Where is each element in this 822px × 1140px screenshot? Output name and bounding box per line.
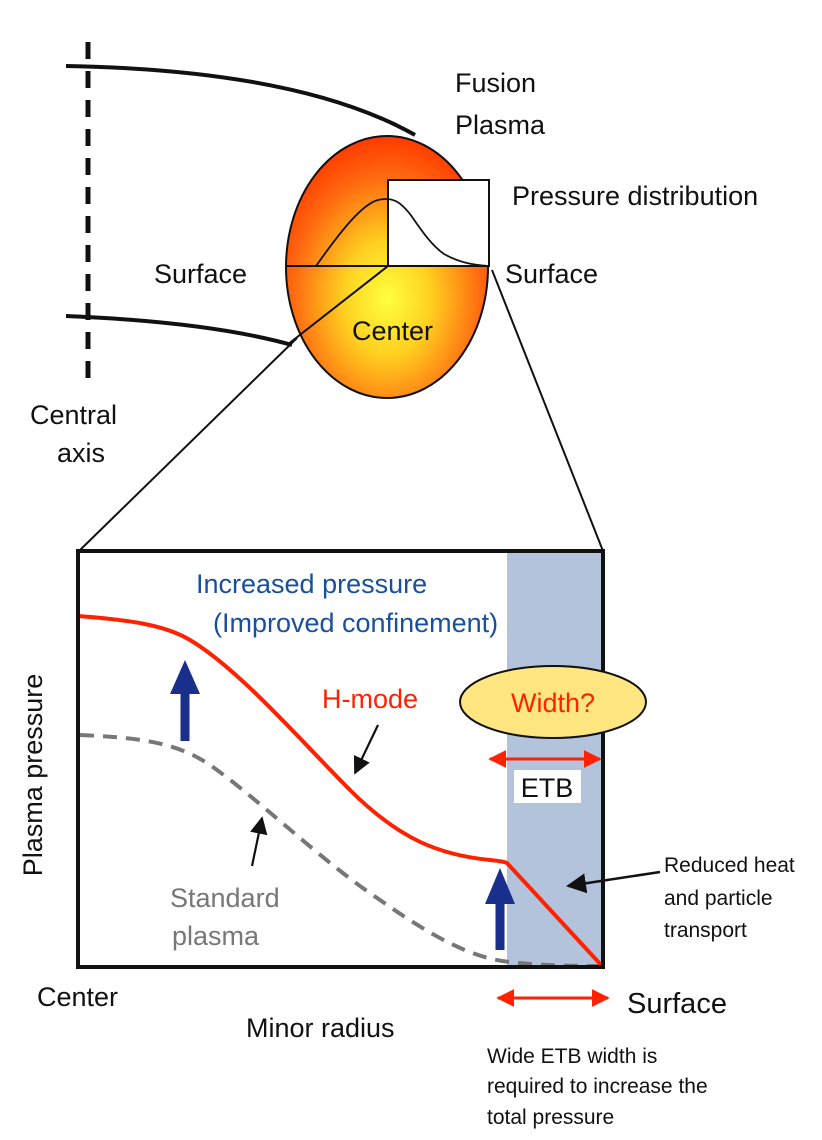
reduced-transport-pointer-arrow [566,870,661,894]
increased-pressure-label-line2: (Improved confinement) [213,608,498,638]
standard-plasma-label-line1: Standard [170,883,280,913]
x-axis-label: Minor radius [246,1013,395,1043]
width-question-label: Width? [511,688,595,718]
central-axis-label-line2: axis [57,438,105,468]
x-axis-surface-label: Surface [627,988,727,1020]
standard-pointer-arrow [250,816,268,867]
pressure-profile-curve [315,198,490,267]
x-axis-center-label: Center [37,982,118,1012]
standard-plasma-label-line2: plasma [172,921,260,951]
increase-arrow-right [485,868,515,950]
zoom-line-right [491,269,604,552]
plot-frame [76,549,605,969]
increase-arrow-left [170,660,200,741]
hmode-label: H-mode [322,684,418,714]
surface-left-label: Surface [154,259,247,289]
fusion-plasma-label-line1: Fusion [455,68,536,98]
wide-etb-note-line1: Wide ETB width is [487,1045,657,1068]
etb-label: ETB [521,773,574,803]
width-question-ellipse [459,665,647,739]
hmode-pointer-arrow [353,724,379,775]
pressure-distribution-box [387,179,490,267]
torus-upper-arc [65,64,416,137]
torus-lower-arc [65,314,293,347]
plasma-center-radius-line [286,265,389,346]
reduced-transport-label-line2: and particle [664,887,773,910]
hmode-curve [77,614,605,969]
etb-label-box [514,770,581,803]
wide-etb-note-line2: required to increase the [487,1075,708,1098]
wide-etb-note-line3: total pressure [487,1106,614,1129]
center-label: Center [352,316,433,346]
y-axis-label: Plasma pressure [18,674,48,877]
central-axis-label-line1: Central [30,400,117,430]
standard-plasma-curve [79,733,604,968]
increased-pressure-label-line1: Increased pressure [196,569,427,599]
reduced-transport-label-line1: Reduced heat [664,854,795,877]
reduced-transport-label-line3: transport [664,919,747,942]
pressure-distribution-label: Pressure distribution [512,181,758,211]
zoom-line-left [78,337,298,552]
fusion-plasma-label-line2: Plasma [455,110,546,140]
surface-right-label: Surface [505,259,598,289]
